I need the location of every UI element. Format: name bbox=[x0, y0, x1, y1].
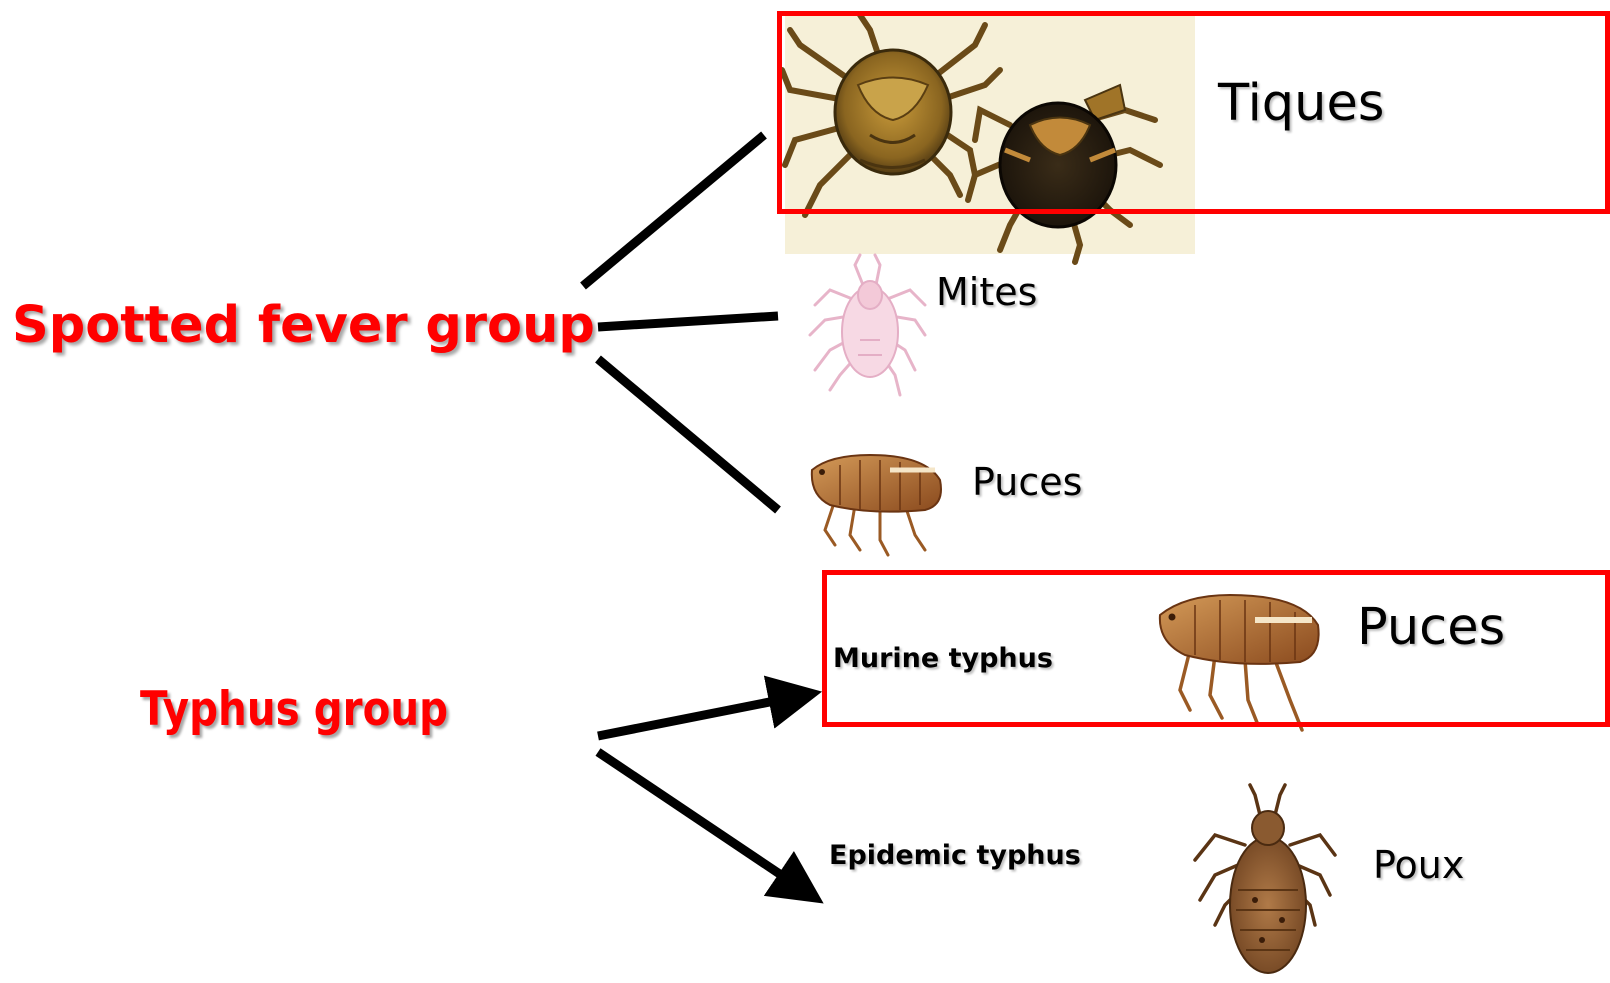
vector-label-puces-murine: Puces bbox=[1357, 598, 1505, 657]
arrow-typhus-to-murine bbox=[598, 696, 800, 736]
disease-label-murine-typhus: Murine typhus bbox=[833, 643, 1053, 674]
vector-label-tiques: Tiques bbox=[1218, 74, 1384, 133]
connector-spotted-to-puces bbox=[598, 359, 778, 510]
mite-icon bbox=[810, 255, 925, 395]
disease-label-epidemic-typhus: Epidemic typhus bbox=[829, 840, 1081, 871]
typhus-group-label: Typhus group bbox=[140, 682, 448, 737]
arrow-typhus-to-epidemic bbox=[598, 752, 805, 891]
spotted-fever-group-label: Spotted fever group bbox=[12, 296, 595, 355]
connector-spotted-to-mites bbox=[598, 316, 778, 327]
connector-spotted-to-tiques bbox=[583, 135, 764, 286]
vector-label-poux: Poux bbox=[1373, 843, 1464, 887]
flea-icon bbox=[812, 455, 941, 555]
louse-icon bbox=[1195, 785, 1335, 973]
vector-label-mites: Mites bbox=[936, 270, 1037, 314]
highlight-box-tiques bbox=[777, 11, 1610, 214]
vector-label-puces-spotted: Puces bbox=[972, 460, 1082, 504]
